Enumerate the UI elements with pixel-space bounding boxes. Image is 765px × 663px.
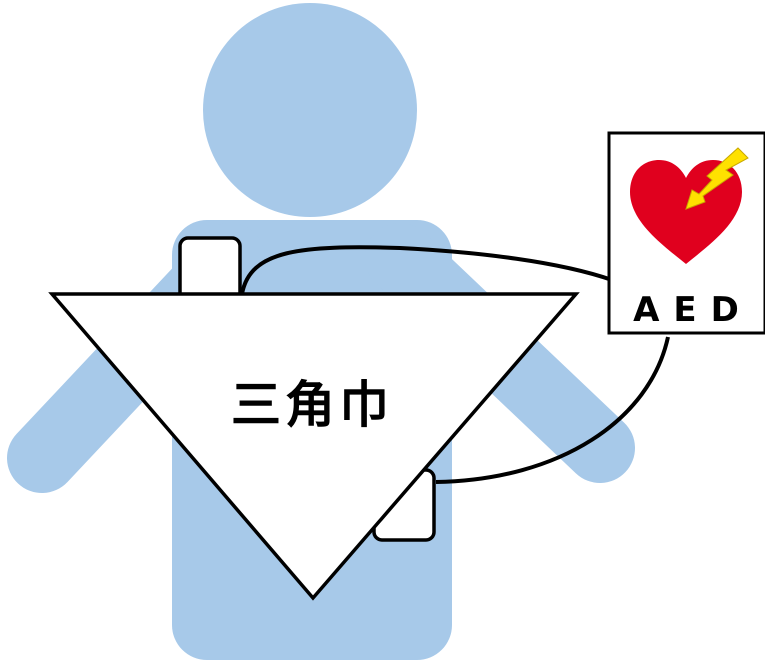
aed-cable-upper <box>240 245 613 295</box>
aed-label: AED <box>633 290 753 330</box>
triangular-bandage <box>48 292 580 601</box>
aed-sign: AED <box>607 131 765 335</box>
aed-cable-lower <box>435 336 670 484</box>
person-head <box>203 3 417 217</box>
triangular-bandage-label: 三角巾 <box>231 376 393 434</box>
lightning-bolt-icon <box>685 147 749 210</box>
